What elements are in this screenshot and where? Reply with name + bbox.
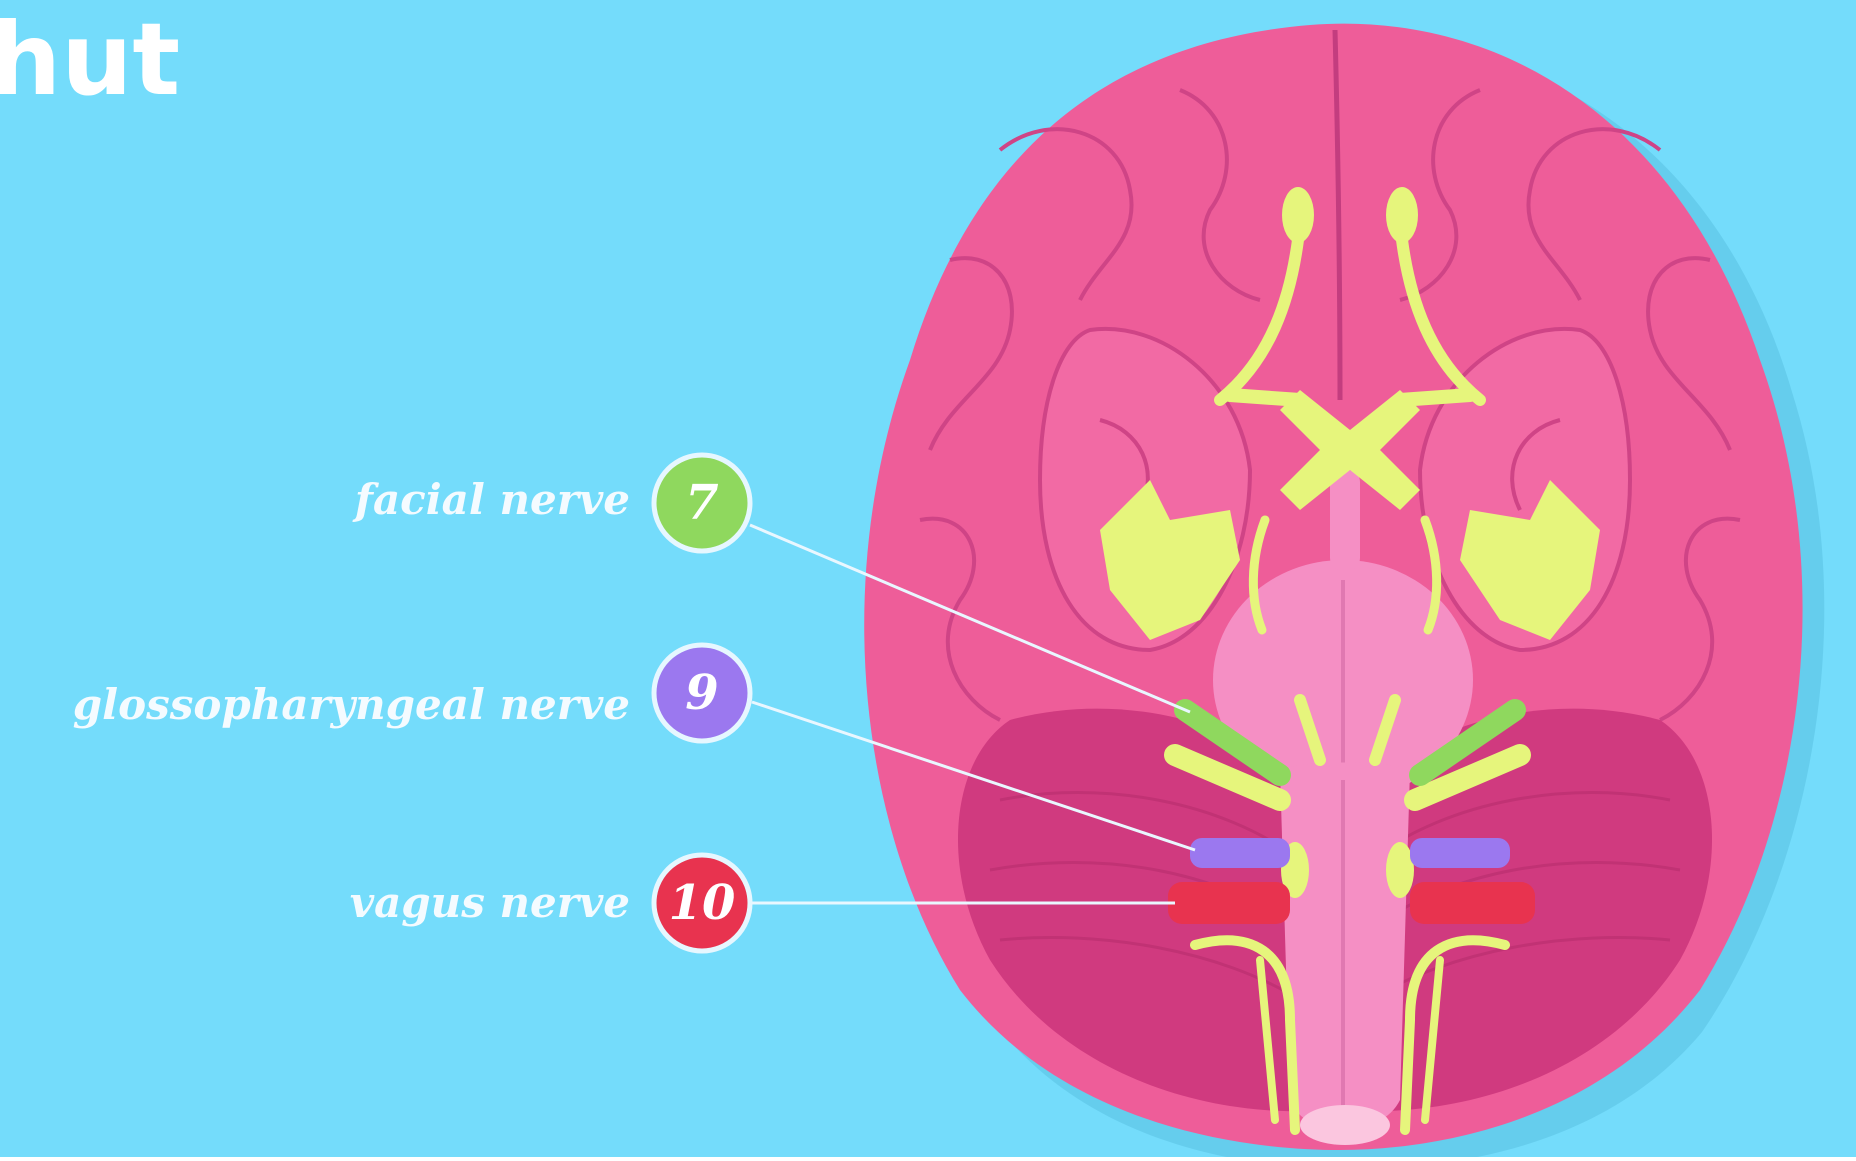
- pituitary-stalk: [1330, 470, 1360, 570]
- brain-illustration: [864, 24, 1824, 1157]
- page-title: hut: [0, 0, 180, 120]
- spinal-cord-end: [1300, 1105, 1390, 1145]
- vagus-badge-number: 10: [669, 875, 736, 931]
- vagus-nerve-label: vagus nerve: [350, 878, 630, 928]
- facial-badge-number: 7: [685, 475, 718, 531]
- glossopharyngeal-badge: 9: [654, 645, 750, 741]
- glossopharyngeal-nerve-label: glossopharyngeal nerve: [73, 680, 630, 730]
- nerve-badges: 7 9 10: [654, 455, 750, 951]
- facial-nerve-label: facial nerve: [355, 475, 630, 525]
- vagus-badge: 10: [654, 855, 750, 951]
- glossopharyngeal-badge-number: 9: [685, 665, 718, 721]
- facial-badge: 7: [654, 455, 750, 551]
